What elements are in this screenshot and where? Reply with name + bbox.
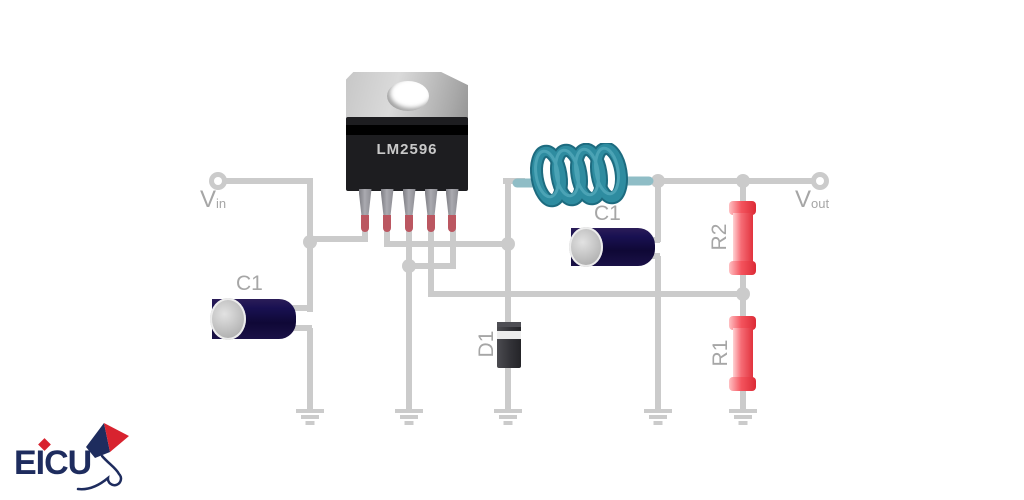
wire-output-rail — [640, 178, 823, 184]
output-capacitor-label: C1 — [594, 202, 621, 225]
wire-feedback-rail — [428, 291, 746, 297]
inductor-coil-icon — [512, 143, 654, 208]
junction-dot — [501, 237, 515, 251]
ground-icon — [494, 409, 522, 413]
junction-dot — [303, 235, 317, 249]
wire-outcap-top — [655, 178, 661, 242]
wire-pin5-stub — [450, 228, 456, 269]
ground-icon — [644, 409, 672, 413]
regulator-heatsink-tab — [346, 72, 468, 119]
output-capacitor-end — [569, 227, 603, 267]
junction-dot — [736, 174, 750, 188]
vout-label: Vout — [795, 186, 830, 213]
diode-top-lip — [497, 322, 521, 327]
wire-incap-gnd — [307, 328, 313, 412]
input-capacitor-end — [210, 298, 246, 340]
ground-icon — [296, 409, 324, 413]
wire-r2-top — [740, 178, 746, 206]
chip-pin-1 — [358, 189, 372, 232]
resistor-r1-label: R1 — [709, 339, 732, 367]
wire-vin-horizontal — [218, 178, 313, 184]
wire-incap-stub-bottom — [290, 325, 312, 331]
resistor-r1 — [729, 316, 756, 391]
wire-incap-stub-top — [290, 305, 312, 311]
vin-terminal — [209, 172, 227, 190]
wire-diode-gnd — [505, 366, 511, 412]
chip-pin-5 — [445, 189, 459, 232]
junction-dot — [736, 287, 750, 301]
diode-cathode-band — [497, 331, 521, 339]
diode-label: D1 — [475, 330, 498, 358]
ground-icon — [395, 409, 423, 413]
resistor-r2 — [729, 201, 756, 275]
chip-pin-2 — [380, 189, 394, 232]
wire-pin4-feedback — [428, 228, 434, 297]
input-capacitor-label: C1 — [236, 272, 263, 295]
wire-outcap-gnd — [655, 256, 661, 412]
vout-terminal — [811, 172, 829, 190]
kite-logo-icon — [76, 423, 129, 491]
ground-icon — [729, 409, 757, 413]
chip-pin-4 — [424, 189, 438, 232]
chip-pin-3 — [402, 189, 416, 232]
chip-top-band — [346, 125, 468, 135]
chip-part-number: LM2596 — [376, 141, 438, 158]
diode — [497, 322, 521, 368]
resistor-r2-label: R2 — [708, 223, 731, 251]
wire-pin1-rail — [307, 236, 368, 242]
regulator-chip: LM2596 — [346, 117, 468, 191]
logo-wordmark: EICU — [14, 444, 92, 482]
junction-dot — [651, 174, 665, 188]
wire-switch-node — [505, 178, 511, 325]
wire-switch-rail — [384, 241, 511, 247]
junction-dot — [402, 259, 416, 273]
wire-pin3-gnd — [406, 228, 412, 412]
wire-pin2-stub — [384, 228, 390, 247]
vin-label: Vin — [200, 186, 227, 213]
wire-r1-gnd — [740, 388, 746, 412]
wire-pin1-stub — [362, 228, 368, 242]
mounting-hole-icon — [387, 81, 429, 111]
